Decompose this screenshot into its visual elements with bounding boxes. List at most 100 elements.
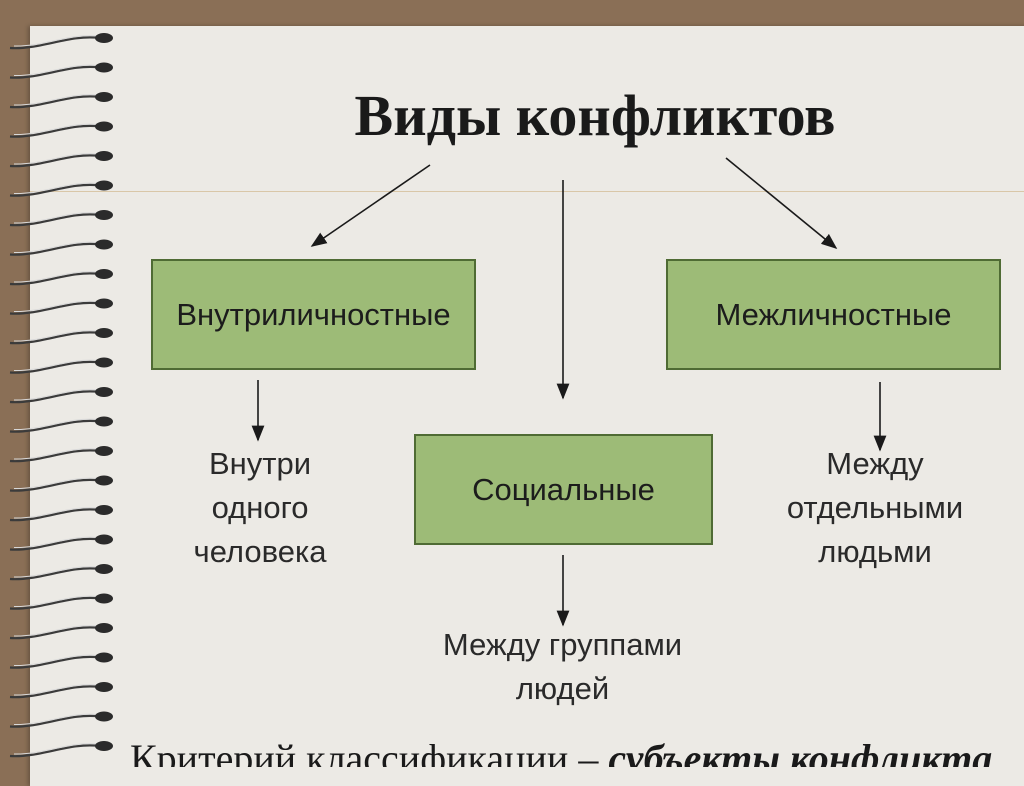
spiral-hole (95, 711, 113, 722)
ruled-line (30, 191, 1024, 192)
desc-intrapersonal-line: человека (193, 534, 327, 569)
spiral-wire-highlight (13, 64, 99, 77)
desc-interpersonal-line: отдельными (786, 490, 964, 525)
spiral-wire (9, 508, 101, 522)
spiral-wire-highlight (13, 94, 99, 106)
spiral-wire (9, 183, 101, 197)
spiral-wire (9, 626, 101, 640)
spiral-wire-highlight (13, 595, 99, 608)
spiral-hole (95, 623, 113, 633)
spiral-hole (95, 151, 113, 161)
spiral-wire-highlight (13, 389, 99, 401)
spiral-wire-highlight (13, 448, 99, 460)
spiral-hole (95, 357, 113, 368)
desc-intrapersonal: Внутри одного человека (160, 442, 360, 574)
spiral-wire-highlight (13, 182, 99, 195)
spiral-hole (95, 269, 113, 279)
spiral-wire-highlight (13, 241, 99, 254)
spiral-wire-highlight (13, 153, 99, 165)
spiral-wire (9, 567, 101, 581)
spiral-wire (9, 390, 101, 404)
box-social-label: Социальные (472, 471, 655, 507)
desc-intrapersonal-line: Внутри (208, 446, 312, 481)
spiral-wire-highlight (13, 743, 99, 755)
desc-social-line: людей (515, 671, 610, 706)
spiral-wire-highlight (13, 418, 99, 431)
spiral-binding (9, 33, 113, 758)
spiral-hole (95, 446, 113, 456)
spiral-wire (9, 95, 101, 109)
spiral-hole (95, 210, 113, 220)
desc-interpersonal: Между отдельными людьми (770, 442, 980, 574)
box-intrapersonal: Внутриличностные (151, 259, 476, 370)
footer-criterion: Критерий классификации – субъекты конфли… (130, 735, 1024, 767)
spiral-hole (95, 180, 113, 191)
spiral-wire (9, 596, 101, 610)
spiral-hole (95, 328, 113, 338)
spiral-wire-highlight (13, 507, 99, 519)
spiral-wire-highlight (13, 271, 99, 283)
desc-social: Между группами людей (410, 623, 715, 711)
spiral-hole (95, 505, 113, 515)
spiral-hole (95, 475, 113, 486)
spiral-hole (95, 416, 113, 427)
notebook-sheet (30, 26, 1024, 786)
desc-interpersonal-line: людьми (818, 534, 932, 569)
spiral-wire (9, 272, 101, 286)
spiral-wire (9, 65, 101, 79)
footer-emphasis: субъекты конфликта (608, 736, 993, 767)
spiral-wire (9, 154, 101, 168)
spiral-wire (9, 301, 101, 315)
arrows-layer (251, 157, 887, 627)
spiral-wire (9, 685, 101, 699)
slide: Виды конфликтов Внутриличностные Межличн… (9, 26, 1024, 786)
spiral-hole (95, 62, 113, 73)
spiral-wire (9, 419, 101, 433)
desc-social-line: Между группами (442, 627, 683, 662)
spiral-hole (95, 593, 113, 604)
spiral-wire (9, 537, 101, 551)
spiral-wire-highlight (13, 713, 99, 726)
spiral-wire-highlight (13, 684, 99, 696)
spiral-hole (95, 682, 113, 692)
spiral-hole (95, 33, 113, 43)
desc-interpersonal-line: Между (826, 446, 924, 481)
spiral-wire (9, 655, 101, 669)
spiral-hole (95, 92, 113, 102)
spiral-wire-highlight (13, 330, 99, 342)
spiral-wire (9, 242, 101, 256)
arrow-to-interpersonal (725, 157, 838, 250)
spiral-hole (95, 387, 113, 397)
spiral-hole (95, 121, 113, 132)
spiral-wire-highlight (13, 654, 99, 667)
spiral-wire-highlight (13, 212, 99, 224)
spiral-wire-highlight (13, 477, 99, 490)
spiral-wire (9, 213, 101, 227)
spiral-hole (95, 564, 113, 574)
footer-text: Критерий классификации – (130, 736, 609, 767)
spiral-wire-highlight (13, 123, 99, 136)
spiral-wire (9, 124, 101, 138)
spiral-wire-highlight (13, 566, 99, 578)
spiral-wire (9, 449, 101, 463)
spiral-wire (9, 331, 101, 345)
spiral-wire (9, 714, 101, 728)
spiral-wire (9, 36, 101, 50)
box-interpersonal: Межличностные (666, 259, 1001, 370)
box-interpersonal-label: Межличностные (715, 296, 952, 332)
spiral-hole (95, 534, 113, 545)
spiral-wire (9, 744, 101, 758)
spiral-hole (95, 741, 113, 751)
spiral-hole (95, 298, 113, 309)
spiral-hole (95, 652, 113, 663)
arrow-to-intrapersonal (310, 164, 431, 247)
spiral-hole (95, 239, 113, 250)
spiral-wire-highlight (13, 300, 99, 313)
spiral-wire-highlight (13, 35, 99, 47)
spiral-wire (9, 360, 101, 374)
spiral-wire (9, 478, 101, 492)
diagram-title: Виды конфликтов (354, 83, 836, 148)
spiral-wire-highlight (13, 536, 99, 549)
box-social: Социальные (414, 434, 713, 545)
box-intrapersonal-label: Внутриличностные (176, 296, 451, 332)
